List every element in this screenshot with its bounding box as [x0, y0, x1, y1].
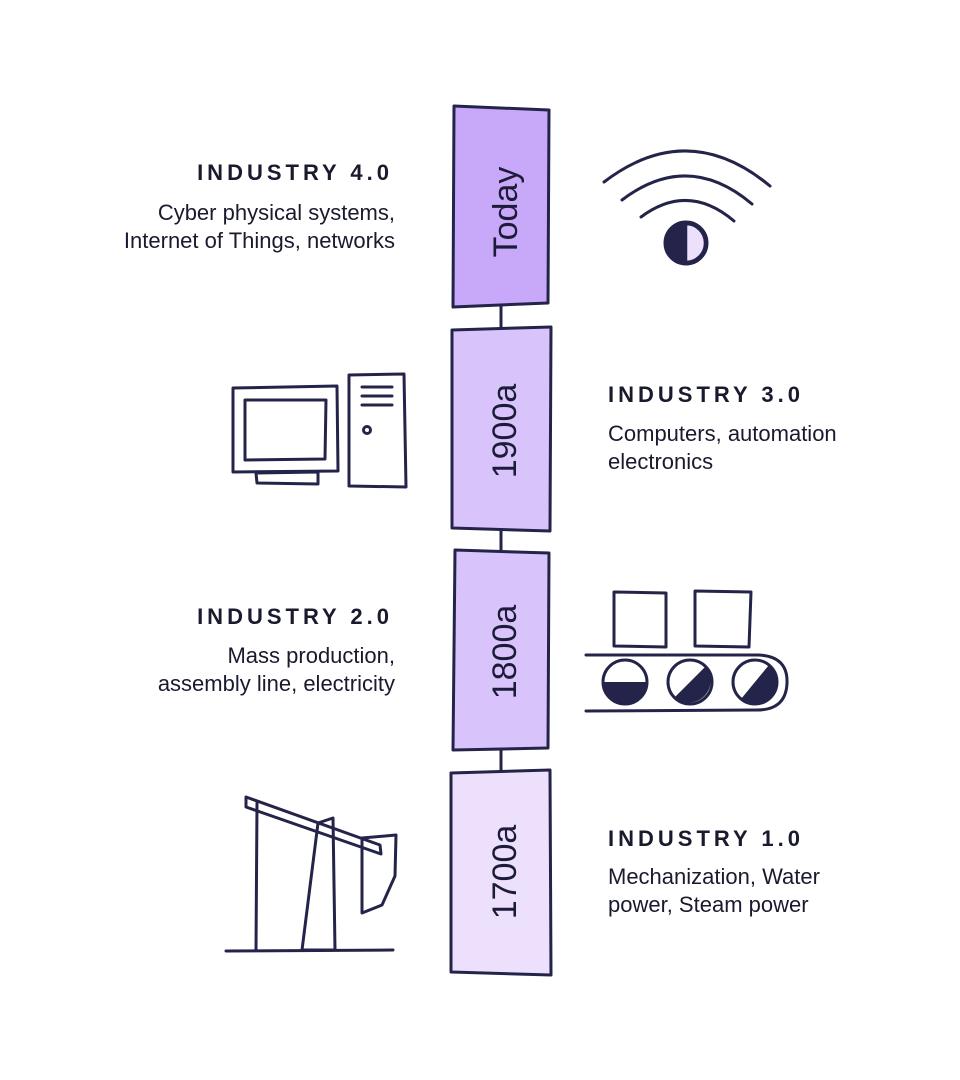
industry-4-description: Cyber physical systems, Internet of Thin…: [124, 199, 395, 255]
industry-3-description: Computers, automation electronics: [608, 420, 837, 476]
industry-3-description-line: Computers, automation: [608, 421, 837, 446]
industry-1-description: Mechanization, Water power, Steam power: [608, 863, 820, 919]
industry-4-heading: INDUSTRY 4.0: [197, 160, 393, 185]
industry-3-description-line: electronics: [608, 449, 714, 474]
era-label-today: Today: [487, 167, 525, 258]
computer-icon: [231, 372, 408, 489]
era-block-1800a: 1800a: [451, 548, 551, 752]
industry-2-description-line: Mass production,: [227, 643, 395, 668]
industry-3-heading: INDUSTRY 3.0: [608, 382, 804, 407]
era-label-1900a: 1900a: [486, 384, 524, 479]
era-label-1800a: 1800a: [486, 605, 524, 700]
industry-1-description-line: Mechanization, Water: [608, 864, 820, 889]
era-block-today: Today: [451, 104, 551, 309]
industry-1-description-line: power, Steam power: [608, 892, 809, 917]
conveyor-belt-icon: [584, 589, 789, 713]
era-label-1700a: 1700a: [486, 825, 524, 920]
industry-4-description-line: Cyber physical systems,: [157, 200, 395, 225]
wifi-icon: [602, 149, 772, 266]
era-block-1700a: 1700a: [449, 768, 553, 977]
industry-2-description-line: assembly line, electricity: [157, 671, 395, 696]
industry-4-description-line: Internet of Things, networks: [123, 228, 395, 253]
industry-1-heading: INDUSTRY 1.0: [608, 826, 804, 851]
industry-2-description: Mass production, assembly line, electric…: [158, 642, 395, 698]
era-block-1900a: 1900a: [450, 325, 553, 533]
water-mill-icon: [224, 795, 398, 953]
industry-2-heading: INDUSTRY 2.0: [197, 604, 393, 629]
